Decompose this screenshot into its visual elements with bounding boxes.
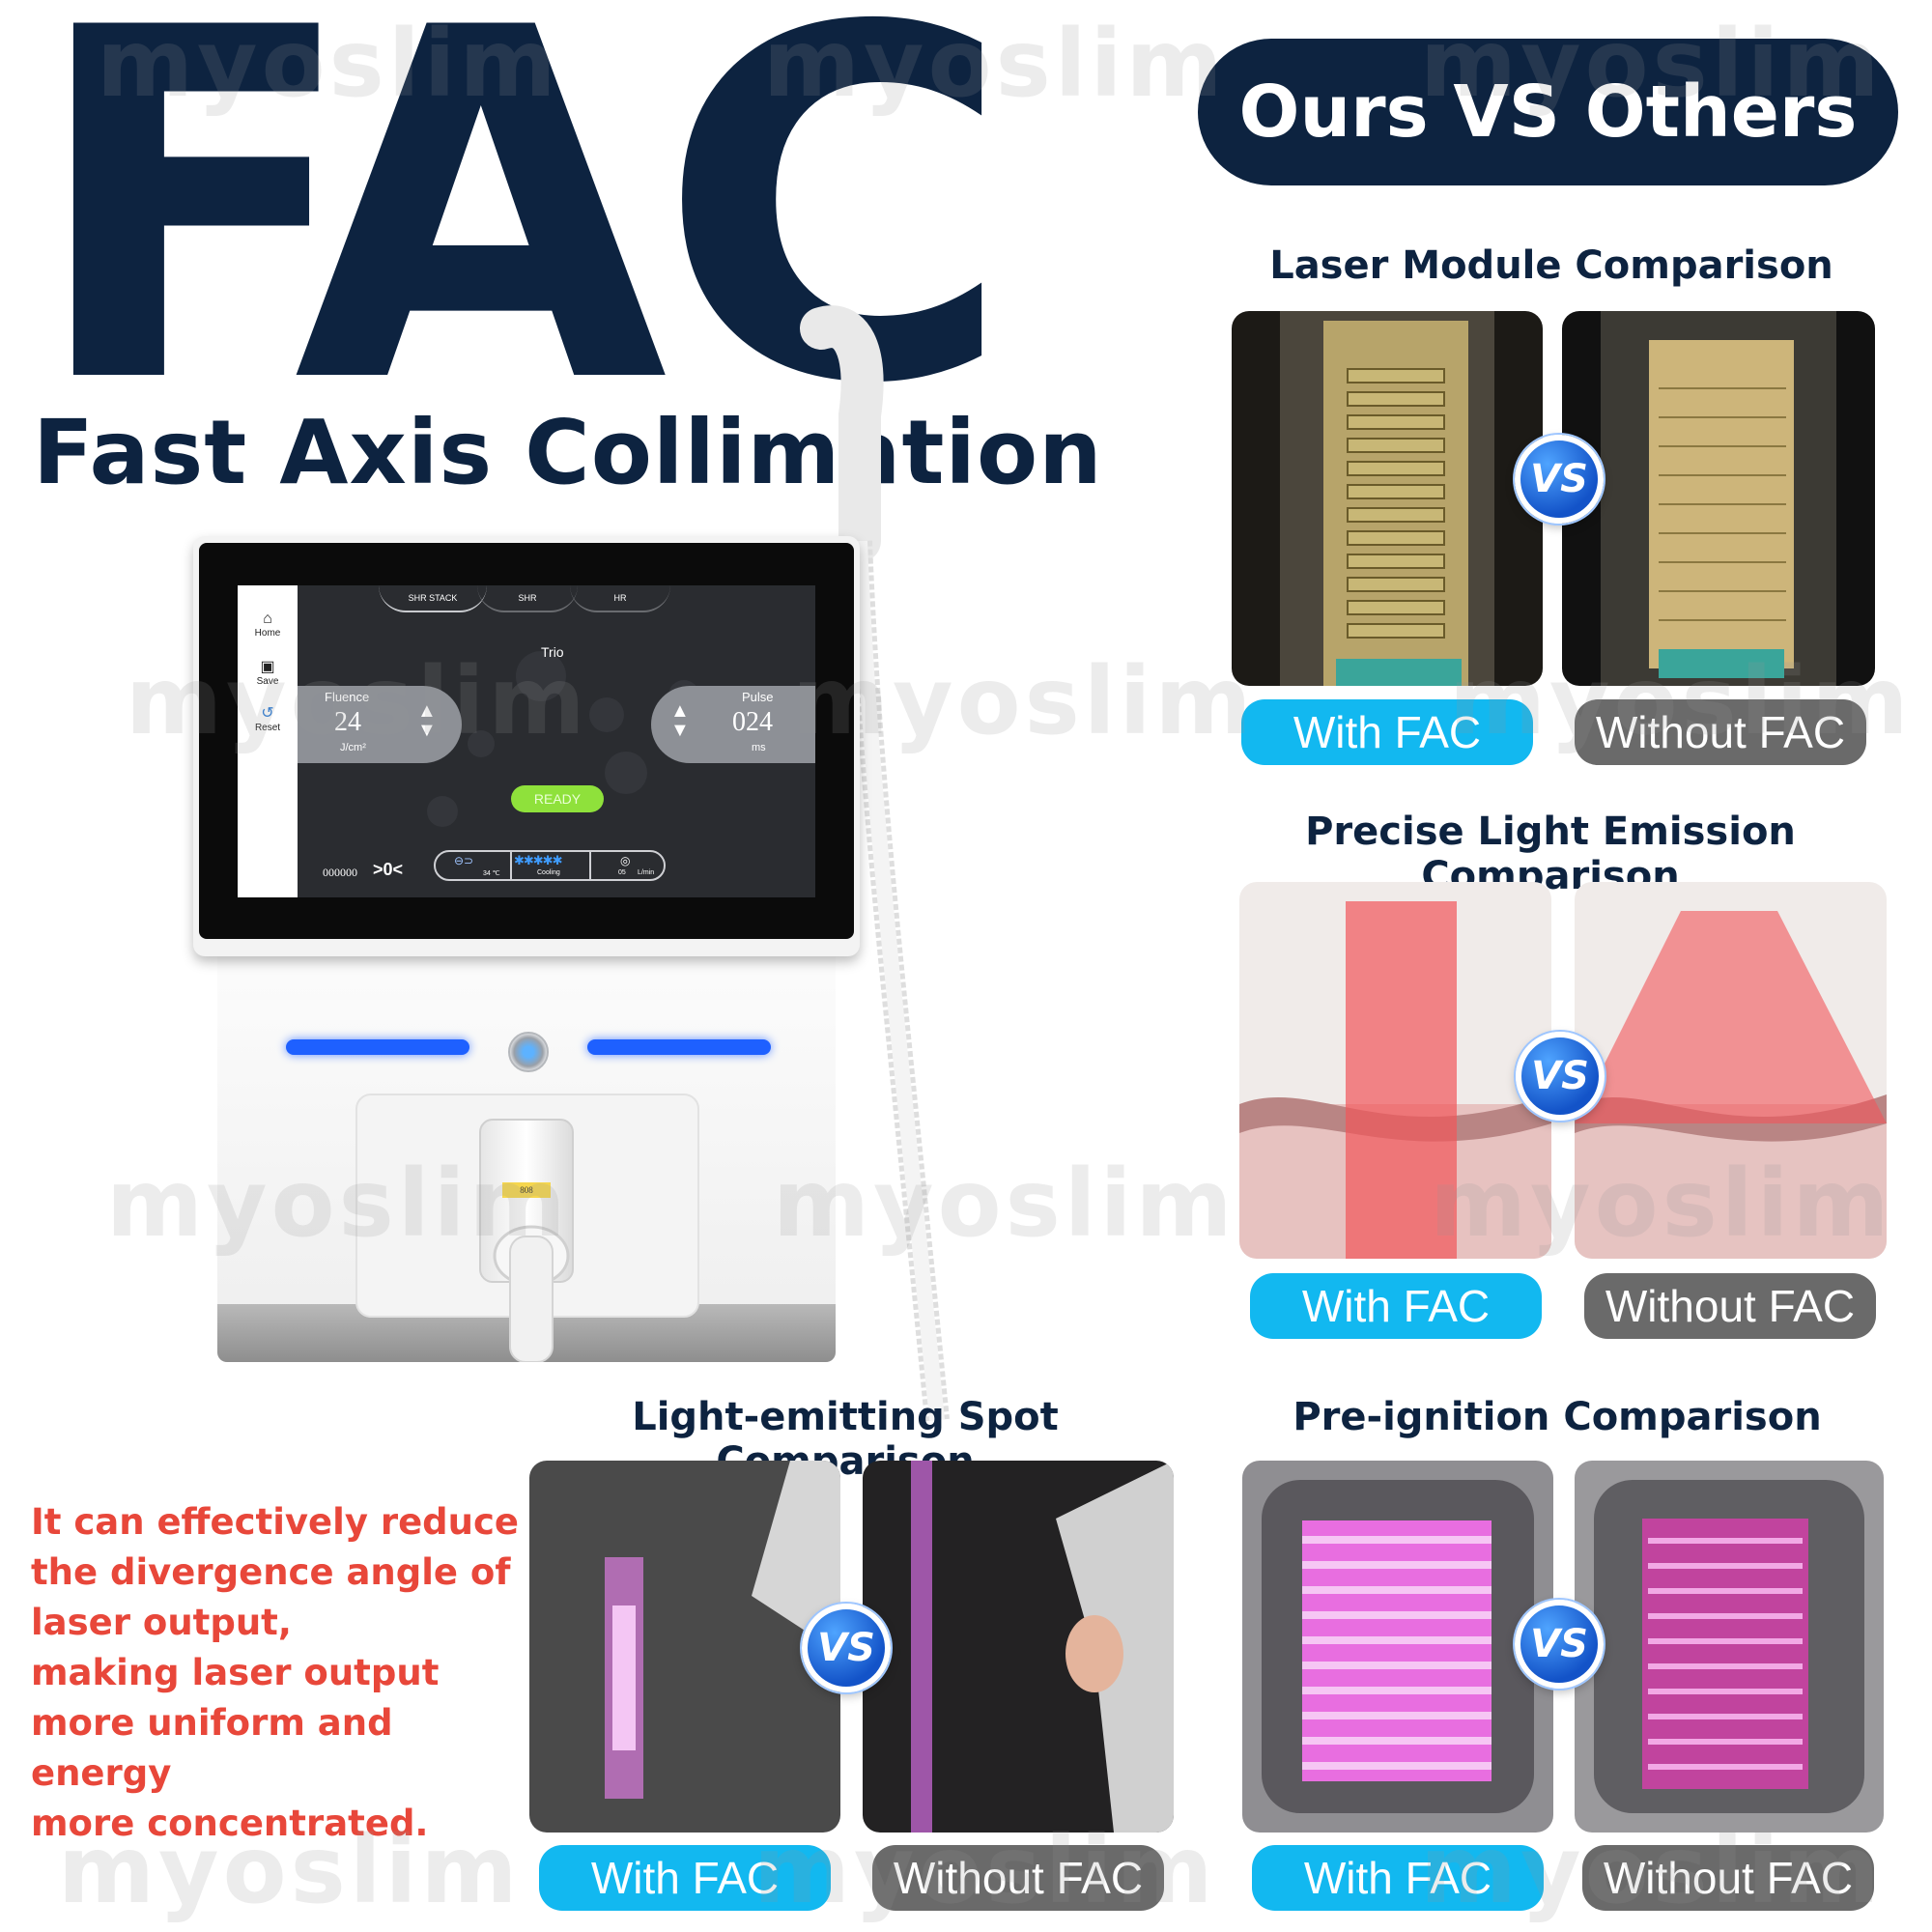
vs-badge: VS [1515, 1600, 1604, 1689]
reset-icon: ↺ [261, 705, 274, 722]
description-line: making laser output [31, 1652, 440, 1693]
flow-icon: ◎ [620, 854, 631, 867]
without-fac-label: Without FAC [1575, 699, 1866, 765]
vs-badge: VS [1515, 435, 1604, 524]
section-title-light-emission: Precise Light Emission Comparison [1305, 810, 1796, 898]
fac-description: It can effectively reduce the divergence… [31, 1497, 533, 1849]
fac-subtitle: Fast Axis Collimation [33, 401, 1103, 504]
pre-ignition-with-fac-illustration [1262, 1480, 1534, 1813]
laser-module-without-fac-photo [1562, 311, 1875, 686]
comparison-title: Ours VS Others [1238, 71, 1858, 154]
vs-badge: VS [1516, 1032, 1605, 1121]
emergency-knob[interactable] [508, 1032, 549, 1072]
description-line: the divergence angle of [31, 1551, 511, 1593]
without-fac-label: Without FAC [872, 1845, 1164, 1911]
sidebar-reset-label: Reset [254, 723, 281, 733]
vs-badge: VS [802, 1604, 891, 1692]
fluence-unit: J/cm² [340, 742, 366, 753]
pulse-value: 024 [732, 707, 773, 737]
shot-counter: 000000 [323, 866, 357, 879]
sidebar-home[interactable]: ⌂Home [238, 611, 298, 639]
pre-ignition-with-fac-photo [1242, 1461, 1553, 1833]
flow-unit: L/min [638, 869, 655, 876]
spot-with-fac-photo [529, 1461, 840, 1833]
mode-label: Trio [541, 644, 564, 660]
counter-suffix: >0< [373, 860, 404, 879]
sidebar-save[interactable]: ▣Save [238, 657, 298, 687]
pre-ignition-without-fac-illustration [1594, 1480, 1864, 1813]
section-title-laser-module: Laser Module Comparison [1269, 243, 1833, 288]
ready-label: READY [533, 791, 582, 807]
pulse-label: Pulse [742, 690, 774, 704]
fluence-stepper[interactable]: ▲▼ [417, 700, 437, 741]
laser-module-without-fac-illustration [1601, 311, 1836, 686]
light-emission-without-fac-photo [1575, 882, 1887, 1259]
fluence-label: Fluence [325, 690, 370, 704]
handpiece-cable [800, 305, 950, 1422]
cooling-label: Cooling [537, 869, 560, 876]
sidebar-reset[interactable]: ↺Reset [238, 703, 298, 733]
tab-shr-stack[interactable]: SHR STACK [379, 585, 487, 612]
pulse-stepper[interactable]: ▲▼ [670, 700, 690, 741]
with-fac-label: With FAC [539, 1845, 831, 1911]
without-fac-label: Without FAC [1582, 1845, 1874, 1911]
save-icon: ▣ [260, 659, 275, 675]
laser-module-with-fac-photo [1232, 311, 1543, 686]
screen-bubbles [427, 651, 699, 827]
handpiece-grip [493, 1225, 570, 1362]
fluence-value: 24 [334, 707, 361, 737]
sidebar-save-label: Save [256, 676, 279, 687]
ready-button[interactable]: READY [511, 785, 604, 812]
light-emission-with-fac-illustration [1239, 901, 1551, 1259]
description-line: more concentrated. [31, 1803, 429, 1844]
tab-shr-stack-label: SHR STACK [408, 593, 458, 603]
description-line: laser output, [31, 1602, 292, 1643]
screen-sidebar [238, 585, 298, 897]
blue-indicator-light [286, 1039, 469, 1055]
temperature-value: 34 ℃ [483, 870, 500, 877]
pulse-panel [651, 686, 815, 763]
tab-hr-label: HR [613, 593, 627, 603]
pre-ignition-without-fac-photo [1575, 1461, 1884, 1833]
light-emission-without-fac-illustration [1575, 911, 1887, 1259]
blue-indicator-light [587, 1039, 771, 1055]
cooling-level: ✱✱✱✱✱ [514, 853, 562, 867]
home-icon: ⌂ [263, 611, 272, 627]
with-fac-label: With FAC [1241, 699, 1533, 765]
section-title-pre-ignition: Pre-ignition Comparison [1293, 1395, 1822, 1439]
tab-hr[interactable]: HR [570, 585, 670, 612]
status-bar [434, 850, 666, 881]
temperature-icon: ⊖⊃ [454, 854, 474, 867]
tab-shr-label: SHR [518, 593, 537, 603]
pulse-unit: ms [752, 742, 766, 753]
light-emission-with-fac-photo [1239, 882, 1551, 1259]
flow-value: 05 [618, 869, 626, 876]
spot-without-fac-illustration [911, 1461, 1174, 1833]
description-line: It can effectively reduce [31, 1501, 520, 1543]
laser-module-with-fac-illustration [1280, 311, 1494, 686]
sidebar-home-label: Home [254, 628, 281, 639]
handpiece-tag: 808 [502, 1182, 551, 1198]
with-fac-label: With FAC [1252, 1845, 1544, 1911]
with-fac-label: With FAC [1250, 1273, 1542, 1339]
fluence-panel [298, 686, 462, 763]
without-fac-label: Without FAC [1584, 1273, 1876, 1339]
description-line: more uniform and energy [31, 1702, 393, 1794]
spot-with-fac-illustration [605, 1461, 840, 1799]
tab-shr[interactable]: SHR [477, 585, 578, 612]
cooling-segment [510, 852, 591, 879]
comparison-title-pill: Ours VS Others [1198, 39, 1898, 185]
spot-without-fac-photo [863, 1461, 1174, 1833]
